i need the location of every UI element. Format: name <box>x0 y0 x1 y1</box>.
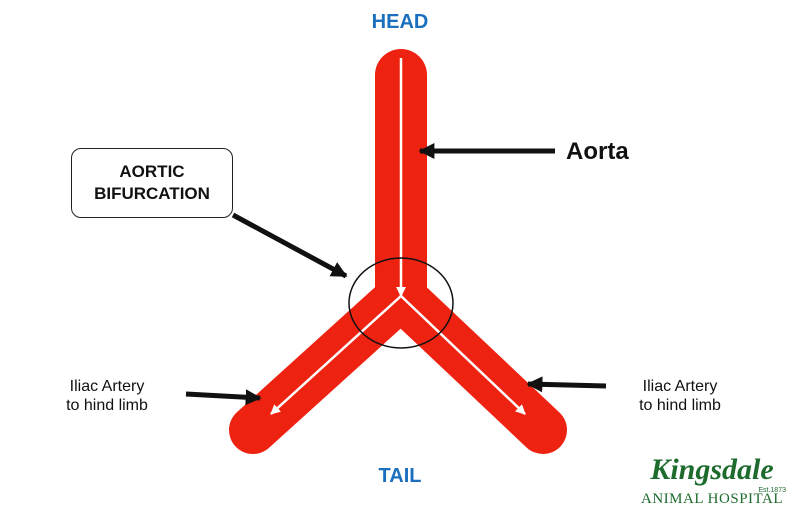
iliac-artery-left-label: Iliac Artery to hind limb <box>22 377 192 415</box>
kingsdale-logo: Kingsdale Est.1873 ANIMAL HOSPITAL <box>628 454 796 516</box>
iliac-right-line-1: Iliac Artery <box>642 378 718 395</box>
bifurcation-label-line-2: BIFURCATION <box>94 184 210 203</box>
pointer-arrows <box>185 142 607 406</box>
logo-established: Est.1873 <box>758 487 786 494</box>
flow-arrow-left <box>270 295 402 415</box>
bifurcation-label-line-1: AORTIC <box>119 161 185 181</box>
iliac-right-line-2: to hind limb <box>639 397 721 415</box>
aorta-label: Aorta <box>566 138 629 165</box>
head-label: HEAD <box>371 11 429 33</box>
bifurcation-circle <box>348 257 454 349</box>
flow-arrow-right <box>400 295 526 415</box>
flow-arrows <box>270 58 526 415</box>
iliac-left-line-1: Iliac Artery <box>69 378 145 395</box>
iliac-right-pointer <box>526 376 607 393</box>
iliac-left-pointer <box>185 389 262 406</box>
aortic-bifurcation-callout: AORTIC BIFURCATION <box>71 148 233 218</box>
iliac-artery-right-label: Iliac Artery to hind limb <box>610 377 750 415</box>
logo-name: Kingsdale <box>650 453 774 486</box>
tail-label: TAIL <box>378 465 422 487</box>
logo-subtitle: ANIMAL HOSPITAL <box>641 491 783 507</box>
iliac-left-line-2: to hind limb <box>66 397 148 415</box>
artery-vessels <box>229 49 567 454</box>
bifurcation-pointer <box>231 212 348 279</box>
